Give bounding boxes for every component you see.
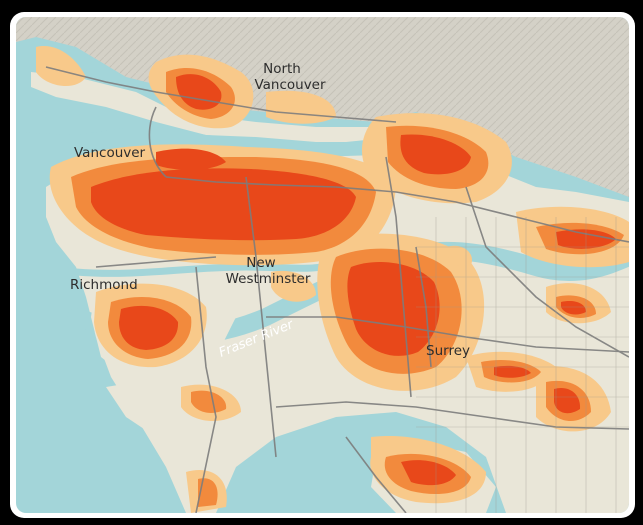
label-vancouver: Vancouver — [74, 145, 146, 161]
label-surrey: Surrey — [426, 343, 470, 359]
north-vancouver-land — [31, 72, 386, 142]
label-north-vancouver-line1: North — [263, 61, 301, 77]
label-richmond: Richmond — [70, 277, 138, 293]
map-frame: North Vancouver Vancouver New Westminste… — [10, 12, 635, 518]
label-new-westminster-line1: New — [246, 255, 275, 271]
density-high — [91, 74, 616, 486]
label-north-vancouver-line2: Vancouver — [254, 77, 326, 93]
map-viewport[interactable]: North Vancouver Vancouver New Westminste… — [16, 17, 629, 513]
density-map: North Vancouver Vancouver New Westminste… — [16, 17, 629, 513]
fraser-river-north-arm — [75, 258, 348, 277]
label-new-westminster-line2: Westminster — [226, 271, 311, 287]
street-grid — [416, 217, 629, 513]
